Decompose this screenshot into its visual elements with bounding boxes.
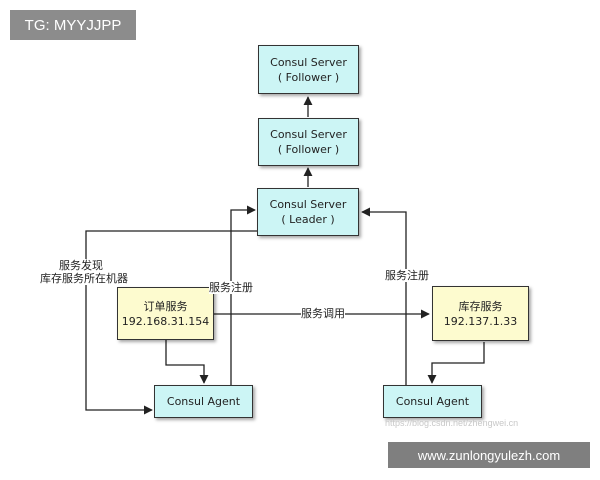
consul-server-follower-mid: Consul Server ( Follower ) bbox=[258, 118, 359, 166]
consul-server-leader: Consul Server ( Leader ) bbox=[257, 188, 359, 236]
label-discovery-line2: 库存服务所在机器 bbox=[40, 272, 128, 285]
agent-title: Consul Agent bbox=[395, 395, 470, 408]
edge-order-to-agent bbox=[165, 340, 209, 384]
node-title: Consul Server bbox=[270, 128, 347, 141]
node-role: ( Leader ) bbox=[281, 213, 335, 226]
watermark-url: www.zunlongyulezh.com bbox=[388, 442, 590, 468]
service-ip: 192.137.1.33 bbox=[443, 314, 518, 328]
edge-register-left bbox=[230, 205, 256, 385]
watermark-tag: TG: MYYJJPP bbox=[10, 10, 136, 40]
edge-discovery bbox=[85, 230, 257, 415]
watermark-blog: https://blog.csdn.net/zhengwei.cn bbox=[385, 418, 519, 428]
service-name: 库存服务 bbox=[458, 299, 503, 313]
label-invoke: 服务调用 bbox=[301, 307, 345, 320]
edge-stock-to-agent bbox=[427, 342, 485, 384]
service-name: 订单服务 bbox=[143, 299, 188, 313]
agent-title: Consul Agent bbox=[166, 395, 241, 408]
node-role: ( Follower ) bbox=[277, 143, 340, 156]
stock-service-node: 库存服务 192.137.1.33 bbox=[432, 286, 529, 341]
service-ip: 192.168.31.154 bbox=[121, 314, 210, 328]
node-role: ( Follower ) bbox=[277, 70, 340, 84]
node-title: Consul Server bbox=[270, 55, 347, 69]
label-register-right: 服务注册 bbox=[385, 269, 429, 282]
order-service-node: 订单服务 192.168.31.154 bbox=[117, 287, 214, 340]
edge-register-right bbox=[361, 207, 407, 385]
consul-agent-left: Consul Agent bbox=[154, 385, 253, 418]
consul-server-follower-top: Consul Server ( Follower ) bbox=[258, 45, 359, 94]
label-register-left: 服务注册 bbox=[209, 281, 253, 294]
label-discovery-line1: 服务发现 bbox=[59, 259, 103, 272]
consul-agent-right: Consul Agent bbox=[383, 385, 482, 418]
node-title: Consul Server bbox=[269, 198, 347, 211]
